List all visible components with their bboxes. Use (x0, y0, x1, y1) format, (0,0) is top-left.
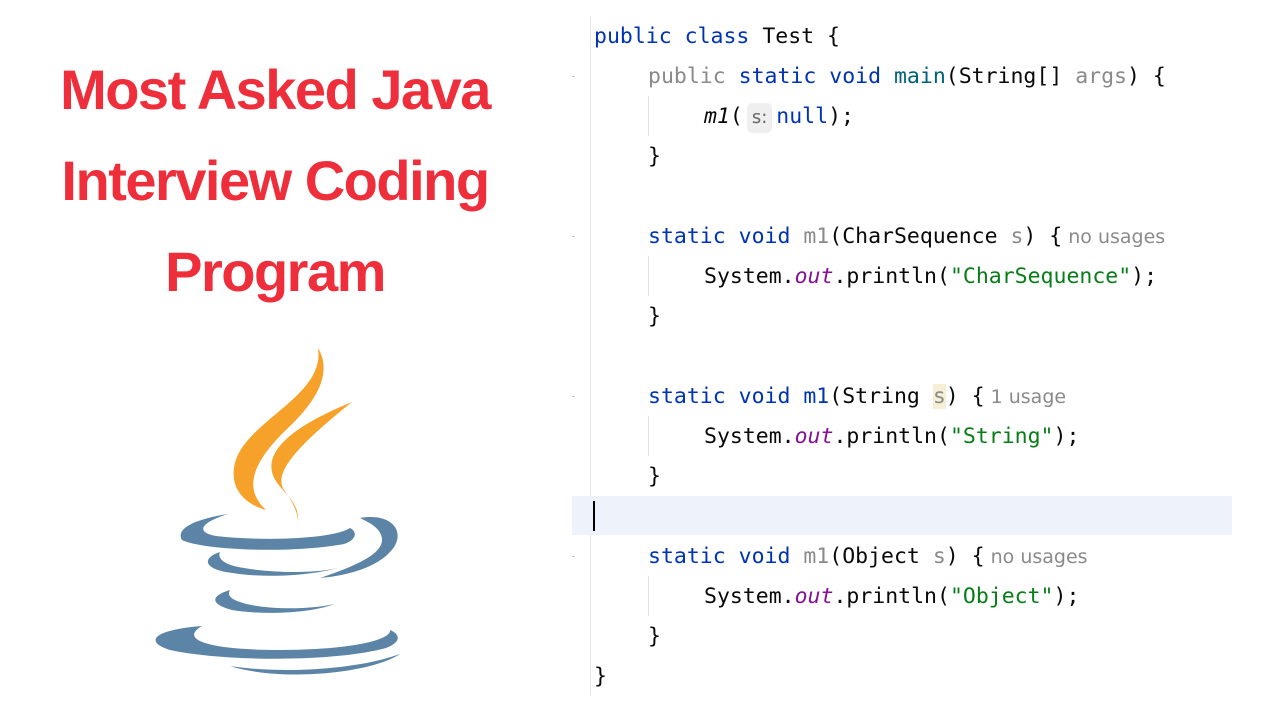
param-name: args (1075, 64, 1127, 89)
steam-left-icon (233, 348, 324, 510)
class-ref: System. (704, 264, 795, 289)
keyword-public: public (648, 64, 726, 89)
code-editor[interactable]: public class Test { public static void m… (572, 16, 1232, 716)
indent-guide (648, 416, 649, 456)
param-name: s (932, 544, 946, 569)
keyword-void: void (738, 384, 791, 409)
string-literal: "String" (949, 424, 1054, 449)
method-name: m1 (803, 544, 830, 569)
fold-marker (572, 236, 575, 237)
cup-lower-icon (215, 590, 334, 613)
code-line-class-end: } (594, 657, 607, 697)
method-signature-end: ) { (1127, 64, 1166, 89)
keyword-void: void (738, 544, 791, 569)
param-type: (CharSequence (829, 224, 1011, 249)
paren: ( (729, 104, 743, 129)
code-line-brace: } (648, 457, 661, 497)
text-caret (593, 501, 595, 531)
code-line-main: public static void main(String[] args) { (648, 57, 1166, 97)
indent-guide (648, 96, 649, 136)
java-logo-icon (155, 348, 400, 675)
usage-hint[interactable]: 1 usage (990, 386, 1067, 408)
cup-right-handle-icon (320, 517, 398, 578)
page-title: Most Asked Java Interview Coding Program (20, 44, 530, 317)
parameter-hint: s: (746, 103, 773, 133)
indent-guide (648, 256, 649, 296)
fold-marker (572, 76, 575, 77)
code-line-brace: } (648, 297, 661, 337)
static-field: out (794, 584, 834, 609)
code-line-m1-string: static void m1(String s) {1 usage (648, 377, 1066, 417)
method-call: .println( (833, 424, 950, 449)
title-line-3: Program (165, 240, 386, 303)
param-type: (String (829, 384, 933, 409)
keyword-static: static (738, 64, 817, 89)
usage-hint[interactable]: no usages (1068, 226, 1166, 248)
code-line-println: System.out.println("CharSequence"); (704, 257, 1157, 297)
method-signature-end: ) { (945, 544, 985, 569)
usage-hint[interactable]: no usages (990, 546, 1088, 568)
method-signature-end: ) { (945, 384, 985, 409)
brace: { (827, 24, 840, 49)
code-line-println: System.out.println("Object"); (704, 577, 1079, 617)
statement-end: ); (1131, 264, 1158, 289)
cup-middle-icon (207, 552, 344, 576)
static-field: out (794, 424, 834, 449)
brace: } (648, 624, 661, 649)
title-line-1: Most Asked Java (60, 58, 491, 121)
brace: } (648, 464, 661, 489)
method-signature: (String[] (945, 64, 1076, 89)
current-line-highlight (572, 496, 1232, 535)
keyword-public: public (594, 24, 672, 49)
method-name: m1 (803, 384, 830, 409)
keyword-static: static (648, 224, 726, 249)
method-name: main (893, 64, 946, 89)
keyword-static: static (648, 384, 726, 409)
statement-end: ); (1053, 584, 1080, 609)
code-line-println: System.out.println("String"); (704, 417, 1079, 457)
saucer-icon (155, 626, 398, 659)
param-name: s (932, 384, 946, 409)
param-name: s (1010, 224, 1024, 249)
method-signature-end: ) { (1023, 224, 1063, 249)
code-line-brace: } (648, 617, 661, 657)
keyword-class: class (684, 24, 750, 49)
code-line-m1-charsequence: static void m1(CharSequence s) {no usage… (648, 217, 1165, 257)
code-line-class: public class Test { (594, 17, 840, 57)
brace: } (594, 664, 607, 689)
statement-end: ); (828, 104, 854, 129)
brace: } (648, 304, 661, 329)
fold-marker (572, 556, 575, 557)
string-literal: "Object" (949, 584, 1054, 609)
method-name: m1 (803, 224, 830, 249)
keyword-null: null (776, 104, 829, 129)
code-line-brace: } (648, 137, 661, 177)
code-line-m1-object: static void m1(Object s) {no usages (648, 537, 1088, 577)
cup-top-icon (180, 514, 355, 550)
keyword-static: static (648, 544, 726, 569)
class-name: Test (762, 24, 815, 49)
statement-end: ); (1053, 424, 1080, 449)
gutter-divider (590, 16, 591, 696)
keyword-void: void (738, 224, 791, 249)
steam-right-icon (271, 402, 352, 522)
saucer-base-icon (230, 654, 400, 675)
title-line-2: Interview Coding (61, 149, 490, 212)
indent-guide (648, 576, 649, 616)
method-call: m1 (704, 104, 730, 129)
brace: } (648, 144, 661, 169)
method-call: .println( (833, 264, 950, 289)
class-ref: System. (704, 584, 795, 609)
class-ref: System. (704, 424, 795, 449)
string-literal: "CharSequence" (949, 264, 1132, 289)
static-field: out (794, 264, 834, 289)
code-line-call: m1(s:null); (704, 97, 854, 137)
method-call: .println( (833, 584, 950, 609)
param-type: (Object (829, 544, 933, 569)
keyword-void: void (829, 64, 882, 89)
fold-marker (572, 396, 575, 397)
